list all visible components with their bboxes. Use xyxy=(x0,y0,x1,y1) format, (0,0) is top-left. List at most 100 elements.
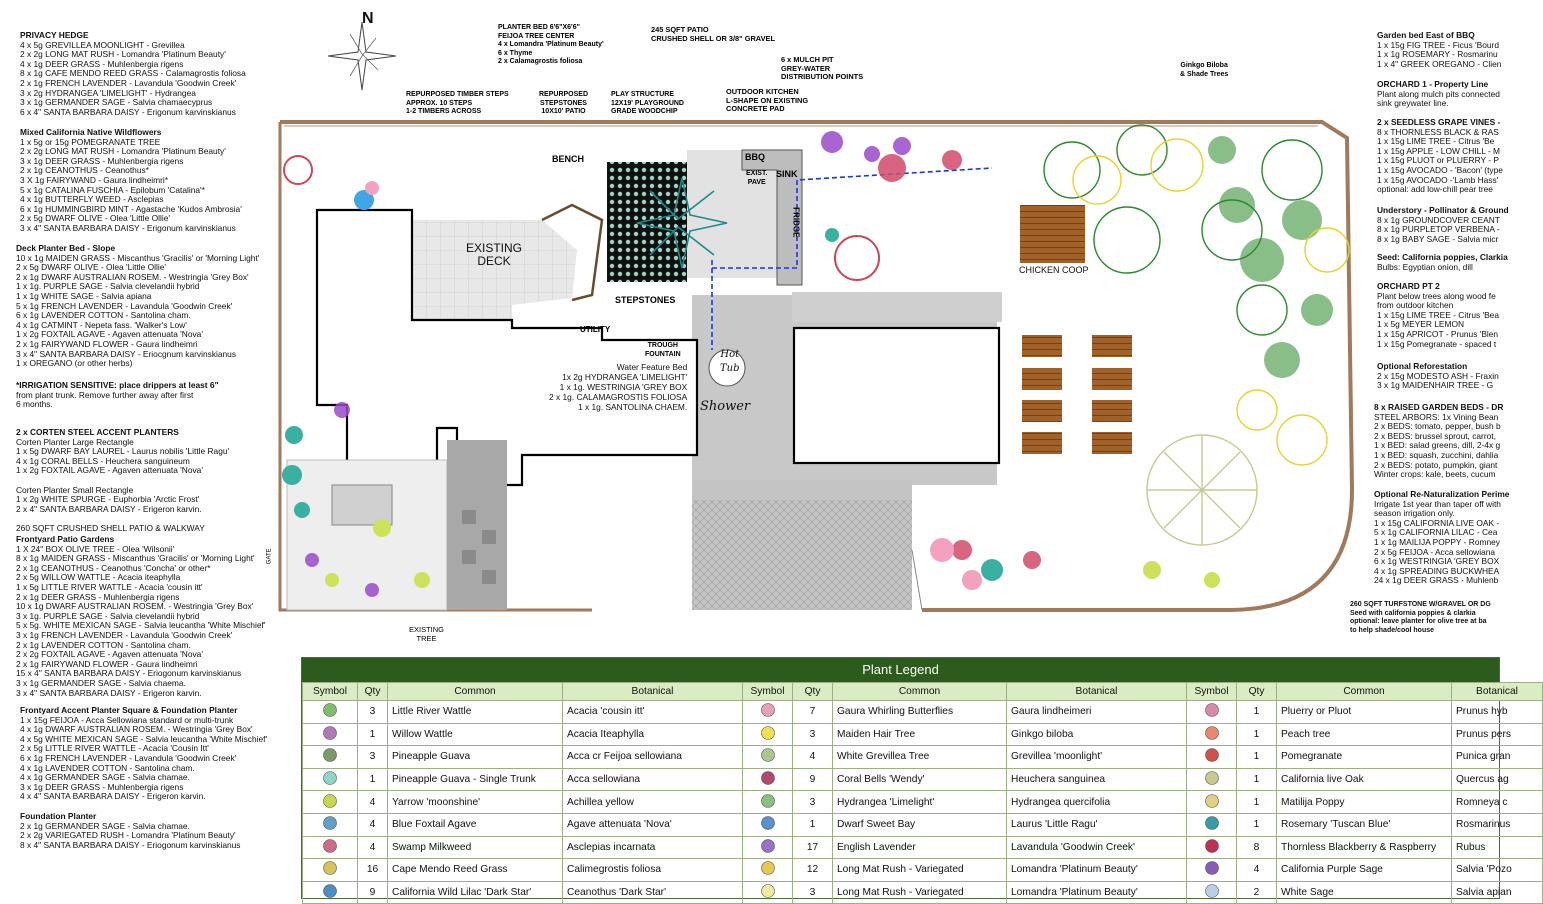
note-line: Frontyard Accent Planter Square & Founda… xyxy=(20,705,238,715)
legend-botanical-cell: Rosmarinus xyxy=(1451,812,1543,837)
label-trough-fountain: TROUGH FOUNTAIN xyxy=(645,342,681,358)
note-line: sink greywater line. xyxy=(1377,98,1449,109)
plant-symbol-icon xyxy=(1204,884,1219,898)
plant-symbol-icon xyxy=(760,816,775,831)
label-sink: SINK xyxy=(776,169,798,179)
note-line: 1 x 15g APPLE - LOW CHILL - M xyxy=(1377,145,1501,156)
note-line: 2 x 2g VARIEGATED RUSH - Lomandra 'Plati… xyxy=(20,830,236,841)
note-line: 15 x 4" SANTA BARBARA DAISY - Eriogonum … xyxy=(16,668,242,679)
legend-symbol-cell xyxy=(302,700,358,724)
label-mulch-pit: 6 x MULCH PIT GREY-WATER DISTRIBUTION PO… xyxy=(781,55,864,82)
label-utility: UTILITY xyxy=(580,325,611,334)
note-line: 1 x 5g DWARF BAY LAUREL - Laurus nobilis… xyxy=(16,446,230,457)
note-line: Frontyard Patio Gardens xyxy=(16,534,115,544)
note-line: 1 x 5g MEYER LEMON xyxy=(1377,319,1465,330)
label-planter-bed: PLANTER BED 6'6"X6'6" FEIJOA TREE CENTER… xyxy=(498,24,604,66)
legend-qty-cell: 3 xyxy=(357,745,388,769)
note-line: 4 x 1g SPREADING BUCKWHEA xyxy=(1374,565,1500,576)
legend-symbol-cell xyxy=(742,722,793,747)
legend-common-cell: Maiden Hair Tree xyxy=(832,722,1007,747)
label-timber-steps: REPURPOSED TIMBER STEPS APPROX. 10 STEPS… xyxy=(406,91,509,116)
note-line: 2 x 5g WILLOW WATTLE - Acacia iteaphylla xyxy=(16,572,181,583)
legend-common-cell: Blue Foxtail Agave xyxy=(387,812,563,837)
note-line: 1 x 1g MAILIJA POPPY - Romney xyxy=(1374,536,1500,547)
legend-common-cell: Pineapple Guava xyxy=(387,745,563,769)
legend-common-cell: California Purple Sage xyxy=(1276,858,1452,882)
legend-botanical-cell: Ceanothus 'Dark Star' xyxy=(562,880,743,904)
legend-botanical-cell: Prunus pers xyxy=(1451,722,1543,747)
legend-symbol-cell xyxy=(302,880,358,904)
legend-symbol-cell xyxy=(302,767,358,792)
legend-common-cell: Swamp Milkweed xyxy=(387,835,563,860)
note-line: 2 x 5g LITTLE RIVER WATTLE - Acacia 'Cou… xyxy=(20,743,209,754)
label-play-structure: PLAY STRUCTURE 12X19' PLAYGROUND GRADE W… xyxy=(611,91,684,116)
notes-orchard1-list: 2 x SEEDLESS GRAPE VINES - 8 x THORNLESS… xyxy=(1377,117,1503,195)
north-arrow xyxy=(327,21,397,91)
plant-symbol-icon xyxy=(323,839,337,853)
legend-botanical-cell: Rubus xyxy=(1451,835,1543,860)
label-outdoor-kitchen: OUTDOOR KITCHEN L-SHAPE ON EXISTING CONC… xyxy=(726,87,809,114)
legend-common-cell: California live Oak xyxy=(1276,767,1452,792)
legend-common-cell: Pomegranate xyxy=(1276,745,1452,769)
note-line: PRIVACY HEDGE xyxy=(20,30,89,40)
legend-common-cell: California Wild Lilac 'Dark Star' xyxy=(387,880,563,904)
note-line: 1 x 1g. PURPLE SAGE - Salvia clevelandii… xyxy=(16,281,200,292)
note-line: 2 x BEDS: potato, pumpkin, giant xyxy=(1374,459,1500,470)
legend-qty-cell: 3 xyxy=(792,722,833,747)
legend-botanical-cell: Salvia apian xyxy=(1451,880,1543,904)
legend-symbol-cell xyxy=(302,835,358,860)
note-line: STEEL ARBORS: 1x Vining Bean xyxy=(1374,411,1499,422)
note-line: 1 x 15g CALIFORNIA LIVE OAK - xyxy=(1374,517,1500,528)
note-line: 8 x 1g GROUNDCOVER CEANT xyxy=(1377,214,1500,225)
note-line: optional: add low-chill pear tree xyxy=(1377,184,1493,195)
note-line: Seed: California poppies, Clarkia xyxy=(1377,252,1508,262)
label-gate: GATE xyxy=(266,548,273,565)
legend-qty-cell: 9 xyxy=(357,880,388,904)
note-line: 8 x 1g BABY SAGE - Salvia micr xyxy=(1377,233,1499,244)
legend-qty-cell: 2 xyxy=(1236,880,1277,904)
legend-symbol-cell xyxy=(302,790,358,814)
note-line: 4 x 1g CATMINT - Nepeta fass. 'Walker's … xyxy=(16,319,187,330)
note-line: 260 SQFT CRUSHED SHELL PATIO & WALKWAY xyxy=(16,522,205,533)
note-line: Plant below trees along wood fe xyxy=(1377,290,1496,301)
label-existing-tree: EXISTING TREE xyxy=(409,625,445,643)
label-hot-tub: Hot Tub xyxy=(720,349,740,374)
plant-symbol-icon xyxy=(1204,793,1219,808)
legend-header-qty: Qty xyxy=(357,682,388,701)
note-line: Optional Re-Naturalization Perime xyxy=(1374,489,1510,499)
plant-symbol-icon xyxy=(1204,703,1219,718)
legend-common-cell: Long Mat Rush - Variegated xyxy=(832,880,1007,904)
note-line: 3 X 1g FAIRYWAND - Gaura lindheimri* xyxy=(20,174,169,185)
legend-common-cell: Cape Mendo Reed Grass xyxy=(387,858,563,882)
plant-symbol-icon xyxy=(760,861,775,876)
site-plan xyxy=(278,120,1355,612)
note-line: 2 x 2g LONG MAT RUSH - Lomandra 'Platinu… xyxy=(20,146,226,157)
note-line: 6 months. xyxy=(16,399,53,410)
legend-qty-cell: 1 xyxy=(1236,745,1277,769)
legend-botanical-cell: Prunus hyb xyxy=(1451,700,1543,724)
note-line: 2 x 5g DWARF OLIVE - Olea 'Little Ollie' xyxy=(16,262,166,273)
note-line: 6 x 1g LAVENDER COTTON - Santolina cham. xyxy=(16,310,191,321)
legend-common-cell: Hydrangea 'Limelight' xyxy=(832,790,1007,814)
legend-botanical-cell: Laurus 'Little Ragu' xyxy=(1006,812,1187,837)
legend-symbol-cell xyxy=(1186,812,1237,837)
note-line: 2 x 5g DWARF OLIVE - Olea 'Little Ollie' xyxy=(20,213,170,224)
legend-qty-cell: 1 xyxy=(1236,700,1277,724)
note-line: Foundation Planter xyxy=(20,811,97,821)
label-bench: BENCH xyxy=(552,154,585,164)
label-chicken-coop: CHICKEN COOP xyxy=(1019,265,1089,275)
plant-symbol-icon xyxy=(760,884,775,898)
legend-botanical-cell: Acca sellowiana xyxy=(562,767,743,792)
note-line: 5 x 5g. WHITE MEXICAN SAGE - Salvia leuc… xyxy=(16,620,266,631)
note-line: 4 x 4" SANTA BARBARA DAISY - Erigeron ka… xyxy=(20,791,206,802)
note-line: 1 x 15g Pomegranate - spaced t xyxy=(1377,338,1497,349)
plant-symbol-icon xyxy=(1204,748,1219,763)
